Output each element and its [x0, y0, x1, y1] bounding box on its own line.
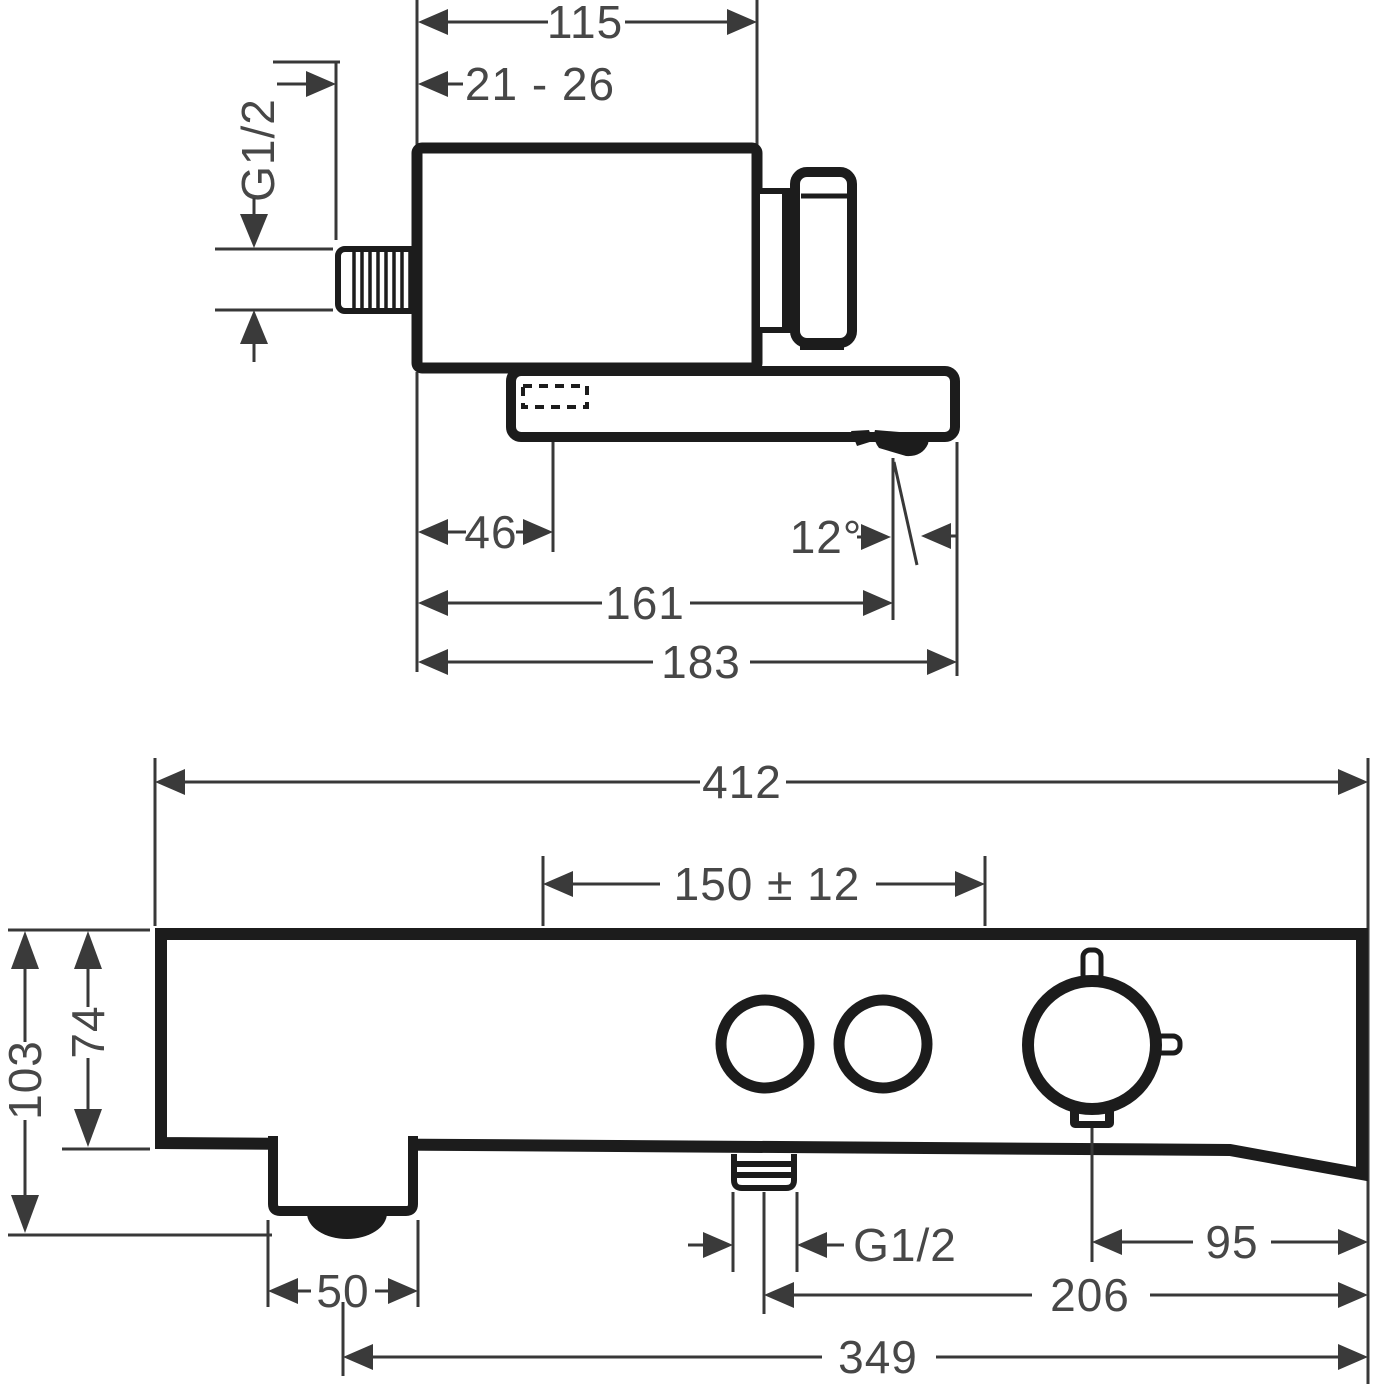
select-button-2 — [833, 994, 933, 1094]
arrowhead — [1338, 1344, 1368, 1370]
arrowhead — [11, 931, 39, 969]
arrowhead — [863, 590, 893, 616]
arrowhead — [306, 71, 336, 97]
dim-body-width-label: 115 — [547, 0, 623, 48]
dim-inlet-thread-label: G1/2 — [232, 98, 284, 202]
arrowhead — [418, 649, 448, 675]
spout-aerator — [851, 430, 929, 457]
select-button-1 — [715, 994, 815, 1094]
arrowhead — [797, 1232, 827, 1258]
aerator-segment — [851, 430, 873, 446]
arrowhead — [388, 1278, 418, 1304]
hidden-outlet-dashed-detail — [521, 384, 589, 409]
inlet-nipple-threads — [352, 252, 412, 308]
arrowhead — [1092, 1229, 1122, 1255]
arrowhead — [703, 1232, 733, 1258]
dim-spout-center-to-edge-label: 349 — [838, 1331, 918, 1383]
arrowhead — [861, 524, 891, 550]
dim-spout-width-label: 50 — [316, 1265, 369, 1317]
side-view-handle — [754, 167, 857, 350]
outlet-thread-line — [737, 1172, 791, 1178]
dim-outlet-to-edge-label: 206 — [1050, 1269, 1130, 1321]
dim-total-height-label: 103 — [0, 1040, 51, 1120]
side-view-body — [411, 142, 763, 374]
arrowhead — [921, 523, 951, 549]
arrowhead — [11, 1195, 39, 1233]
arrowhead — [523, 519, 553, 545]
dim-wall-distance-label: 21 - 26 — [465, 58, 615, 110]
aerator-face — [874, 430, 929, 457]
arrowhead — [1338, 769, 1368, 795]
arrowhead — [343, 1344, 373, 1370]
arrowhead — [418, 519, 448, 545]
thermostat-knob — [1022, 947, 1183, 1128]
arrowhead — [418, 9, 448, 35]
arrowhead — [418, 590, 448, 616]
knob-ring — [1022, 975, 1162, 1115]
dim-spout-angle-label: 12° — [790, 511, 863, 563]
arrowhead — [1338, 1282, 1368, 1308]
knob-bottom-tab-slot — [1079, 1113, 1105, 1121]
arrowhead — [1338, 1229, 1368, 1255]
handle-knob — [790, 167, 857, 348]
arrowhead — [155, 769, 185, 795]
dim-connection-spacing-label: 150 ± 12 — [674, 858, 861, 910]
arrowhead — [955, 871, 985, 897]
side-view-inlet-nipple — [335, 246, 427, 314]
arrowhead — [927, 649, 957, 675]
dim-spout-reach-label: 161 — [605, 577, 685, 629]
spout-angle-line — [892, 461, 919, 566]
dim-hose-outlet-thread-label: G1/2 — [853, 1219, 957, 1271]
arrowhead — [240, 310, 268, 344]
arrowhead — [74, 1109, 102, 1147]
arrowhead — [727, 9, 757, 35]
dim-outlet-offset-label: 46 — [464, 506, 517, 558]
side-view-spout — [506, 366, 960, 442]
dim-total-reach-label: 183 — [661, 636, 741, 688]
arrowhead — [543, 871, 573, 897]
front-spout — [268, 1136, 418, 1216]
arrowhead — [418, 71, 448, 97]
arrowhead — [74, 931, 102, 969]
arrowhead — [268, 1278, 298, 1304]
outlet-connector-body — [731, 1154, 797, 1191]
dim-knob-to-edge-label: 95 — [1205, 1216, 1258, 1268]
dim-total-width-label: 412 — [702, 756, 782, 808]
dim-body-height-label: 74 — [62, 1005, 114, 1058]
outlet-thread-line — [737, 1161, 791, 1167]
front-aerator-dome — [307, 1213, 387, 1239]
arrowhead — [764, 1282, 794, 1308]
hose-outlet-g12 — [731, 1154, 797, 1191]
arrowhead — [240, 214, 268, 248]
